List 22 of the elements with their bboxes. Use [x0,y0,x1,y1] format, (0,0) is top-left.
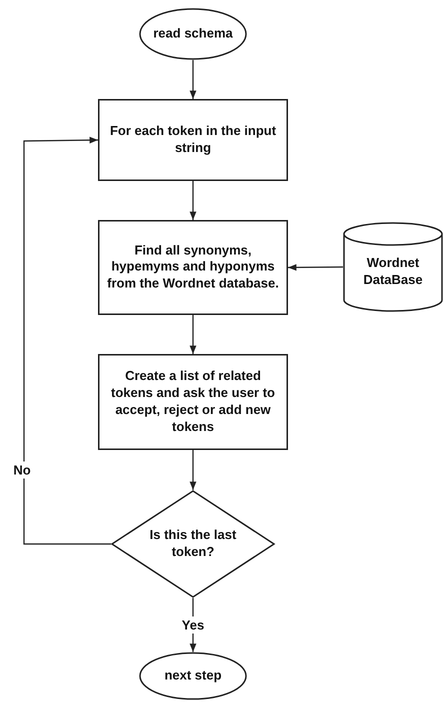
process-box [98,99,288,181]
decision-diamond [111,490,275,598]
arrow [190,450,196,490]
node-text: Wordnet DataBase [362,256,424,290]
arrow [288,264,343,271]
edge-label: No [11,462,33,478]
node-text: Create a list of related tokens and ask the user to accept, reject or add new tokens [110,368,276,436]
arrow [190,315,196,354]
arrow [190,181,196,220]
start-ellipse [139,8,247,60]
edge-label: Yes [180,616,206,634]
process-box [98,220,288,315]
node-text: For each token in the input string [108,123,278,157]
node-text: Find all synonyms, hypemyms and hyponyms from the Wordnet database. [106,242,280,293]
process-box [98,354,288,450]
node-text: Is this the last token? [148,527,238,561]
arrow [23,136,111,545]
database-cylinder [343,222,443,312]
end-ellipse [139,652,247,700]
node-text: next step [163,668,223,684]
arrow [190,60,196,99]
node-text: read schema [152,26,234,42]
